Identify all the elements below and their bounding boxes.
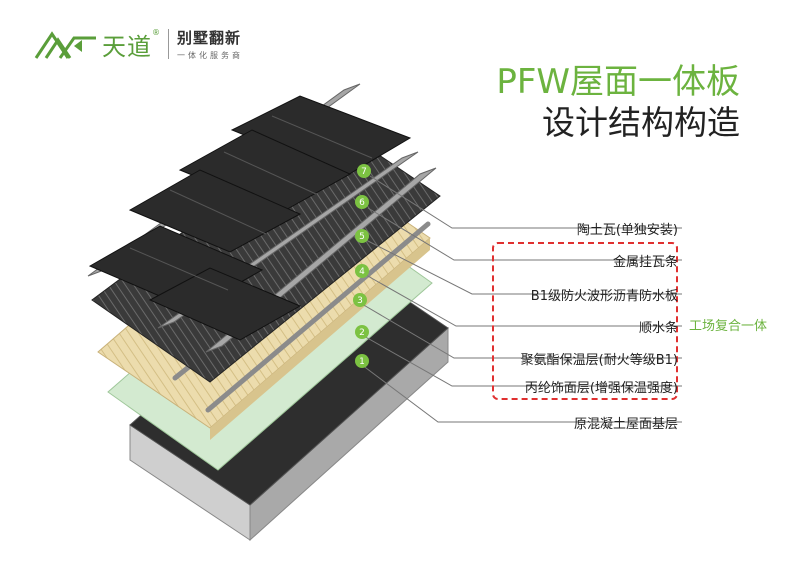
label-layer-4: 顺水条 [638,321,678,336]
house-logo-icon [34,31,96,59]
marker-2-text: 2 [359,328,365,338]
factory-composite-label: 工场复合一体 [689,319,768,334]
marker-4-text: 4 [359,267,365,277]
marker-6-text: 6 [359,198,365,208]
marker-7 [357,164,371,178]
marker-5-text: 5 [359,232,365,242]
label-layer-1: 原混凝土屋面基层 [573,417,678,432]
brand-slogan: 别墅翻新 [177,29,242,47]
marker-6 [355,195,369,209]
marker-2 [355,325,369,339]
label-layer-6: 金属挂瓦条 [612,255,678,270]
factory-composite-box [492,242,678,400]
brand-subtitle: 一体化服务商 [177,51,243,60]
marker-3 [353,293,367,307]
brand-name: 天道 [102,32,152,61]
page-title: PFW屋面一体板 [496,62,740,102]
brand: 天道 ® 别墅翻新 一体化服务商 [34,24,243,64]
label-layer-2: 丙纶饰面层(增强保温强度) [524,381,678,396]
leader-lines [361,175,682,423]
layer-markers: 7 6 5 4 3 2 1 [353,164,371,368]
layer-tiles [88,95,412,341]
label-layer-7: 陶土瓦(单独安装) [576,223,678,238]
marker-3-text: 3 [357,296,363,306]
label-layer-3: 聚氨酯保温层(耐火等级B1) [520,353,678,368]
registered-mark: ® [152,28,160,37]
label-layer-5: B1级防火波形沥青防水板 [530,289,678,304]
brand-tagline: 别墅翻新 一体化服务商 [177,27,243,61]
marker-7-text: 7 [361,167,367,177]
marker-5 [355,229,369,243]
marker-1 [355,354,369,368]
brand-separator [168,29,169,59]
marker-1-text: 1 [359,357,365,367]
page-subtitle: 设计结构构造 [542,103,740,142]
marker-4 [355,264,369,278]
